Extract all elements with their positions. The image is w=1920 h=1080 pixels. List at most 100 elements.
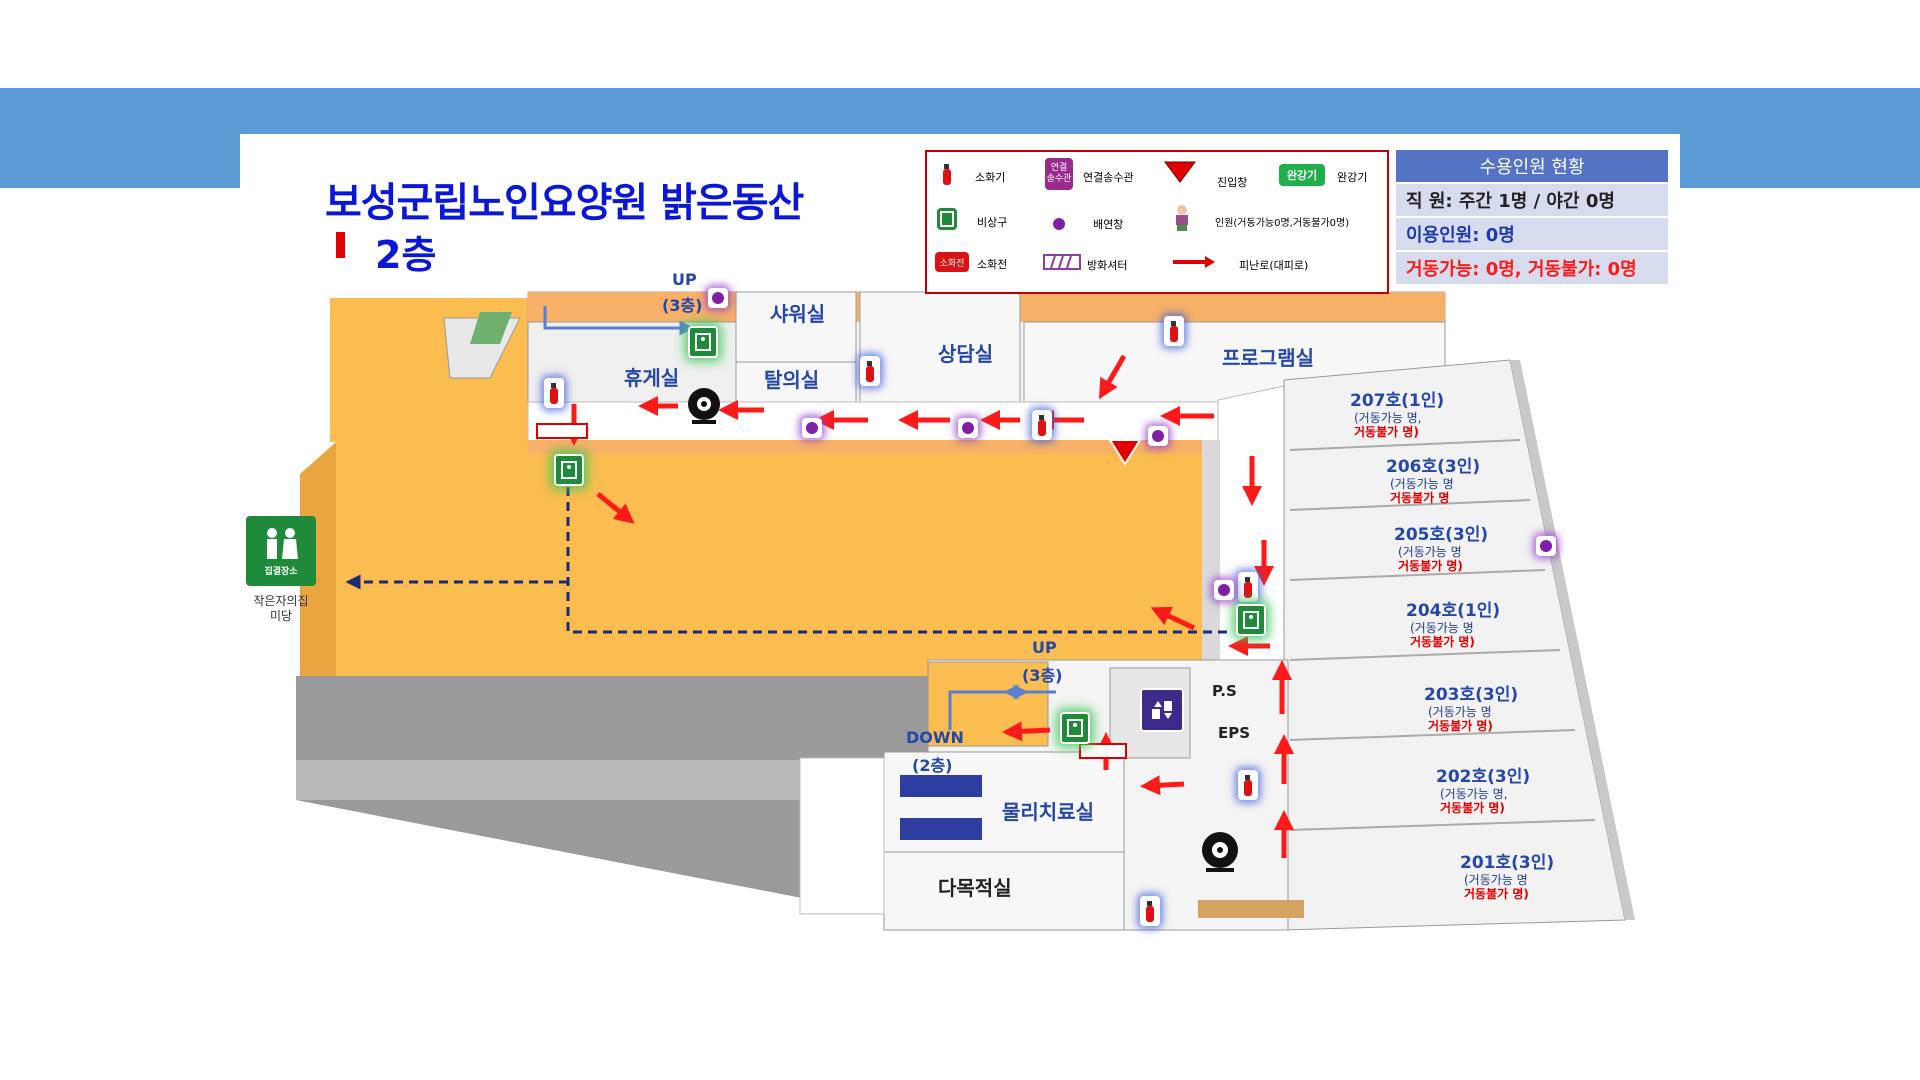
shower-room-label: 샤워실 xyxy=(770,302,826,326)
legend-label: 소화기 xyxy=(975,171,1006,184)
assembly-caption: 작은자의집 미당 xyxy=(244,594,318,624)
evac-arrow xyxy=(1002,721,1051,742)
immobile-count: 거동불가 명) xyxy=(1428,719,1493,733)
entry-window-icon xyxy=(1163,160,1197,188)
assembly-caption-line1: 작은자의집 xyxy=(253,594,309,608)
ps-label: P.S xyxy=(1212,682,1237,700)
extinguisher-icon xyxy=(860,356,880,386)
assembly-point-sign: 집결장소 xyxy=(246,516,316,586)
legend: 소화기 연결 송수관 연결송수관 진입창 완강기 완강기 비상구 배연창 인원(… xyxy=(925,150,1389,294)
extinguisher-icon xyxy=(1238,770,1258,800)
ventilator-badge-text: 완강기 xyxy=(1286,169,1318,182)
east-wall xyxy=(1202,440,1220,670)
fire-shutter-south xyxy=(1079,743,1127,759)
person-icon xyxy=(1173,204,1191,236)
legend-label: 완강기 xyxy=(1337,171,1368,184)
mobile-count: (거동가능 명 xyxy=(1410,621,1474,635)
legend-label: 진입창 xyxy=(1217,176,1248,189)
resident-room-204: 204호(1인) (거동가능 명 거동불가 명) xyxy=(1406,596,1500,649)
smoke-vent-icon xyxy=(802,418,822,438)
resident-room-207: 207호(1인) (거동가능 명, 거동불가 명) xyxy=(1350,386,1444,439)
smoke-vent-icon xyxy=(1214,580,1234,600)
nw-stair-arrow xyxy=(543,306,695,336)
nw-stair-green xyxy=(470,312,512,344)
occupancy-panel-header: 수용인원 현황 xyxy=(1396,150,1668,184)
legend-label: 배연창 xyxy=(1093,218,1124,231)
courtyard xyxy=(336,442,1218,676)
hydrant-badge-text: 소화전 xyxy=(939,258,965,269)
resident-room-name: 204호(1인) xyxy=(1406,601,1501,621)
ground-slab-edge xyxy=(296,760,812,800)
legend-label: 연결송수관 xyxy=(1083,171,1134,184)
extinguisher-icon xyxy=(1238,572,1258,602)
mobile-count: (거동가능 명 xyxy=(1390,477,1454,491)
stair-up-floor-label: (3층) xyxy=(662,296,703,315)
standpipe-badge-text: 연결 송수관 xyxy=(1046,163,1072,184)
evac-arrow xyxy=(1098,354,1127,400)
stair-down-floor-label: (2층) xyxy=(912,756,953,775)
emergency-exit-icon xyxy=(554,454,584,486)
resident-room-205: 205호(3인) (거동가능 명 거동불가 명) xyxy=(1394,520,1488,573)
mobility-count: 거동가능: 0명, 거동불가: 0명 xyxy=(1396,252,1668,286)
page-title: 보성군립노인요양원 밝은동산 xyxy=(325,180,804,226)
emergency-exit-icon xyxy=(1236,604,1266,636)
mobile-count: (거동가능 명, xyxy=(1354,411,1422,425)
legend-label: 비상구 xyxy=(977,216,1008,229)
stair-up-center-label: UP xyxy=(1032,638,1057,657)
evac-arrow xyxy=(596,492,635,524)
legend-label: 소화전 xyxy=(977,258,1008,271)
physio-room-label: 물리치료실 xyxy=(1002,800,1094,824)
changing-room xyxy=(735,361,857,403)
resident-count: 이용인원: 0명 xyxy=(1396,218,1668,252)
smoke-vent-icon xyxy=(1053,218,1065,230)
stair-down-label: DOWN xyxy=(906,728,964,747)
people-icon xyxy=(267,527,298,559)
emergency-exit-icon xyxy=(937,208,957,230)
immobile-count: 거동불가 명) xyxy=(1410,635,1475,649)
immobile-count: 거동불가 명) xyxy=(1354,425,1419,439)
resident-room-203: 203호(3인) (거동가능 명 거동불가 명) xyxy=(1424,680,1518,733)
extinguisher-icon xyxy=(937,164,957,185)
fire-shutter-icon xyxy=(1043,254,1081,274)
east-wing-roof xyxy=(1510,360,1635,920)
camera-icon xyxy=(1202,832,1238,872)
mobile-count: (거동가능 명 xyxy=(1464,873,1528,887)
stair-up-label: UP xyxy=(672,270,697,289)
occupancy-panel: 수용인원 현황 직 원: 주간 1명 / 야간 0명 이용인원: 0명 거동가능… xyxy=(1396,150,1668,286)
resident-room-201: 201호(3인) (거동가능 명 거동불가 명) xyxy=(1460,848,1554,901)
evac-dashed-route xyxy=(566,472,1232,634)
immobile-count: 거동불가 명) xyxy=(1464,887,1529,901)
counsel-room-label: 상담실 xyxy=(938,342,994,366)
resident-room-206: 206호(3인) (거동가능 명 거동불가 명 xyxy=(1386,452,1480,505)
emergency-exit-icon xyxy=(688,326,718,358)
hydrant-icon: 소화전 xyxy=(935,252,969,272)
smoke-vent-icon xyxy=(1148,426,1168,446)
legend-label: 인원(거동가능0명,거동불가0명) xyxy=(1215,218,1350,229)
mobile-count: (거동가능 명, xyxy=(1440,787,1508,801)
resident-room-name: 201호(3인) xyxy=(1460,853,1555,873)
resident-room-name: 202호(3인) xyxy=(1436,767,1531,787)
resident-room-name: 203호(3인) xyxy=(1424,685,1519,705)
extinguisher-icon xyxy=(1032,410,1052,440)
extinguisher-icon xyxy=(544,378,564,408)
smoke-vent-icon xyxy=(1536,536,1556,556)
ventilator-icon: 완강기 xyxy=(1279,164,1325,186)
entry-window-icon xyxy=(1108,439,1142,466)
stair-up-center-floor-label: (3층) xyxy=(1022,666,1063,685)
evac-arrow xyxy=(1150,606,1196,631)
immobile-count: 거동불가 명) xyxy=(1440,801,1505,815)
camera-icon xyxy=(688,388,720,424)
staff-count: 직 원: 주간 1명 / 야간 0명 xyxy=(1396,184,1668,218)
evacuation-arrow-icon xyxy=(1171,252,1217,276)
changing-room-label: 탈의실 xyxy=(764,368,820,392)
multipurpose-room xyxy=(883,851,1125,931)
floor-label: 2층 xyxy=(375,233,437,277)
floor-marker xyxy=(336,232,345,258)
elevator-icon xyxy=(1140,688,1184,732)
standpipe-icon: 연결 송수관 xyxy=(1045,158,1073,190)
resident-room-name: 205호(3인) xyxy=(1394,525,1489,545)
program-room-label: 프로그램실 xyxy=(1222,346,1314,370)
assembly-caption-line2: 미당 xyxy=(269,609,293,623)
south-outer xyxy=(799,757,885,915)
